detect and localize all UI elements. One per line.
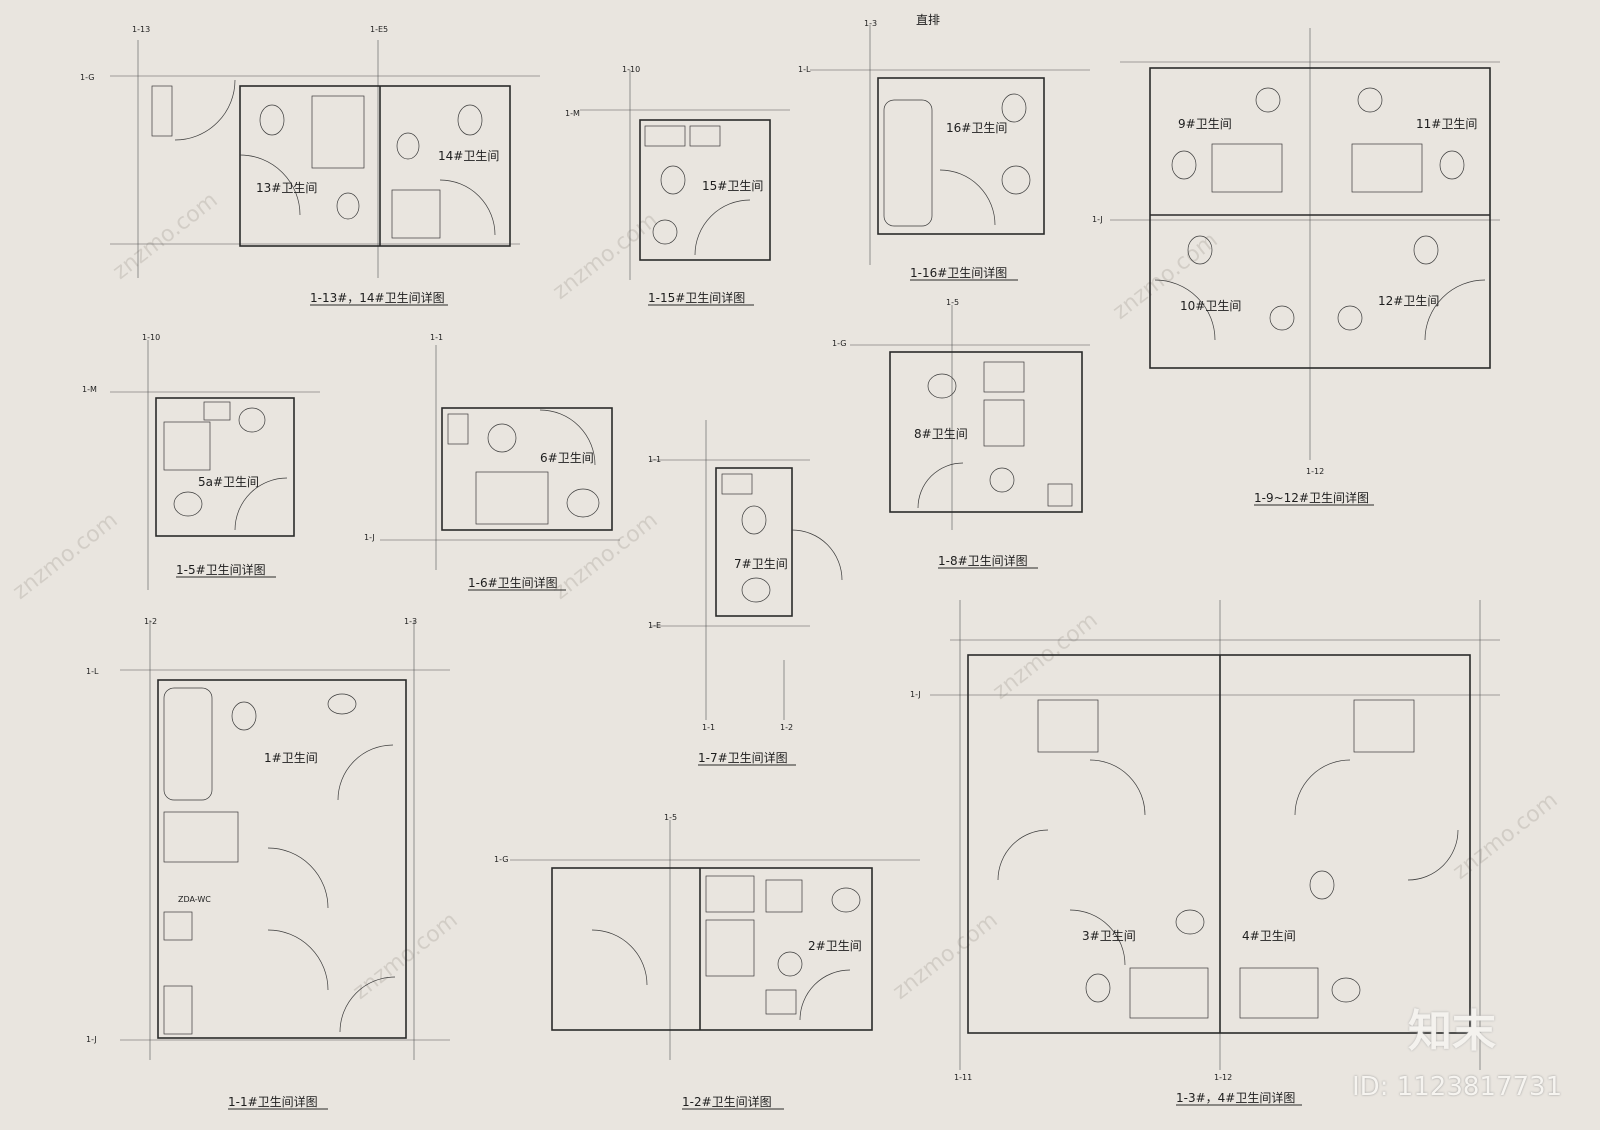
room-label: 8#卫生间 [914,427,968,441]
plan-title: 1-2#卫生间详图 [682,1094,772,1109]
note-label: 直排 [916,13,940,27]
plan-8: 8#卫生间 1-5 1-G 1-8#卫生间详图 [832,298,1090,569]
room-label: 16#卫生间 [946,121,1007,135]
axis-label: 1-E5 [370,25,388,34]
axis-label: 1-13 [132,25,150,34]
room-label: 14#卫生间 [438,149,499,163]
room-label: 10#卫生间 [1180,299,1241,313]
axis-label: 1-2 [144,617,157,626]
room-label: 4#卫生间 [1242,929,1296,943]
axis-label: 1-10 [622,65,640,74]
axis-label: 1-1 [430,333,443,342]
plan-title: 1-13#，14#卫生间详图 [310,290,445,305]
axis-label: 1-J [1092,215,1103,224]
axis-label: 1-M [82,385,97,394]
axis-label: 1-L [86,667,99,676]
plan-title: 1-1#卫生间详图 [228,1094,318,1109]
plan-3-4: 3#卫生间 4#卫生间 1-J 1-11 1-12 1-3#，4#卫生间详图 [910,600,1500,1106]
room-label: 2#卫生间 [808,939,862,953]
plan-1: 1#卫生间 ZDA-WC 1-2 1-3 1-L 1-J 1-1#卫生间详图 [86,617,450,1110]
plan-6: 6#卫生间 1-1 1-J 1-6#卫生间详图 [364,333,620,591]
plan-title: 1-7#卫生间详图 [698,750,788,765]
room-label: 9#卫生间 [1178,117,1232,131]
plan-title: 1-6#卫生间详图 [468,575,558,590]
plan-13-14: 13#卫生间 14#卫生间 1-13 1-E5 1-G 1-13#，14#卫生间… [80,25,540,306]
axis-label: 1-E [648,621,661,630]
watermark: znzmo.com [888,908,1002,1005]
plan-title: 1-3#，4#卫生间详图 [1176,1090,1295,1105]
room-label: 3#卫生间 [1082,929,1136,943]
axis-label: 1-G [80,73,94,82]
axis-label: 1-J [910,690,921,699]
watermark: znzmo.com [548,208,662,305]
watermark: znzmo.com [108,188,222,285]
plan-16: 16#卫生间 直排 1-3 1-L 1-16#卫生间详图 [798,13,1090,281]
plan-title: 1-5#卫生间详图 [176,562,266,577]
axis-label: 1-11 [954,1073,972,1082]
watermark: znzmo.com [988,608,1102,705]
axis-label: 1-G [494,855,508,864]
axis-label: 1-12 [1214,1073,1232,1082]
axis-label: 1-G [832,339,846,348]
plan-9-12: 9#卫生间 11#卫生间 10#卫生间 12#卫生间 1-J 1-12 1-9~… [1092,28,1500,506]
watermark: znzmo.com [8,508,122,605]
room-label: 5a#卫生间 [198,475,259,489]
axis-label: 1-5 [664,813,677,822]
axis-label: 1-1 [648,455,661,464]
axis-label: 1-L [798,65,811,74]
axis-label: 1-12 [1306,467,1324,476]
room-label: 7#卫生间 [734,557,788,571]
axis-label: 1-5 [946,298,959,307]
room-label: 13#卫生间 [256,181,317,195]
id-label: ID: 1123817731 [1352,1072,1563,1102]
room-label: 1#卫生间 [264,751,318,765]
axis-label: 1-J [86,1035,97,1044]
axis-label: 1-10 [142,333,160,342]
room-label: 15#卫生间 [702,179,763,193]
plan-7: 7#卫生间 1-1 1-E 1-1 1-2 1-7#卫生间详图 [648,420,843,766]
axis-label: 1-1 [702,723,715,732]
axis-label: 1-J [364,533,375,542]
plan-title: 1-16#卫生间详图 [910,265,1007,280]
axis-label: 1-2 [780,723,793,732]
axis-label: 1-M [565,109,580,118]
axis-label: 1-3 [404,617,417,626]
room-label: 6#卫生间 [540,451,594,465]
axis-label: 1-3 [864,19,877,28]
watermark: znzmo.com [1448,788,1562,885]
watermarks: znzmo.com znzmo.com znzmo.com znzmo.com … [8,188,1562,1005]
plan-5: 5a#卫生间 1-10 1-M 1-5#卫生间详图 [82,333,320,590]
plan-15: 15#卫生间 1-10 1-M 1-15#卫生间详图 [565,65,790,306]
plan-title: 1-9~12#卫生间详图 [1254,490,1369,505]
room-label: 11#卫生间 [1416,117,1477,131]
brand-logo: 知末 [1408,1006,1496,1057]
note-label: ZDA-WC [178,895,211,904]
room-label: 12#卫生间 [1378,294,1439,308]
plan-title: 1-15#卫生间详图 [648,290,745,305]
plan-2: 2#卫生间 1-5 1-G 1-2#卫生间详图 [494,813,920,1110]
plan-title: 1-8#卫生间详图 [938,553,1028,568]
